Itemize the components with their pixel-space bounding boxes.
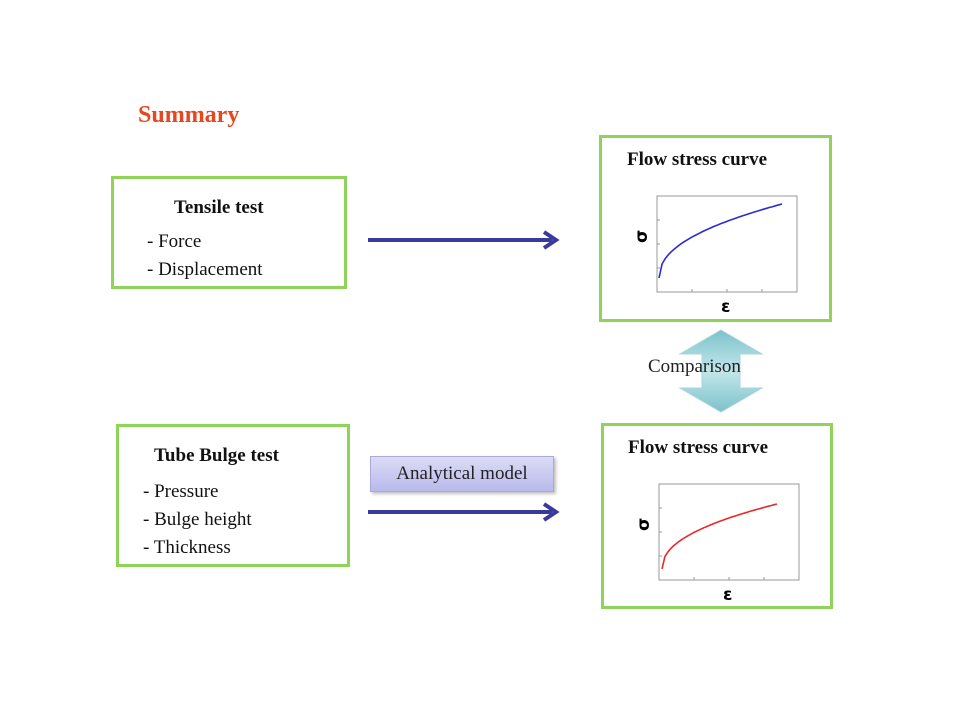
bottom-flow-curve-plot: σ ε <box>634 483 800 605</box>
top-flow-curve-title: Flow stress curve <box>627 149 768 170</box>
bulge-item-pressure: - Pressure <box>143 481 219 502</box>
y-axis-symbol: σ <box>634 518 654 531</box>
bulge-item-bulge-height: - Bulge height <box>143 509 252 530</box>
comparison-label: Comparison <box>648 356 741 377</box>
bottom-flow-curve-line <box>661 503 778 570</box>
right-arrow-icon <box>368 502 560 522</box>
page-title: Summary <box>138 102 240 128</box>
top-flow-curve-line <box>658 203 783 279</box>
right-arrow-icon <box>368 230 560 250</box>
tensile-test-box: Tensile test - Force - Displacement <box>111 176 347 289</box>
top-flow-curve-box: Flow stress curve σ ε <box>599 135 832 322</box>
y-axis-symbol: σ <box>632 230 652 243</box>
plot-frame <box>656 195 798 293</box>
bottom-flow-curve-box: Flow stress curve σ ε <box>601 423 833 609</box>
tensile-item-displacement: - Displacement <box>147 259 263 280</box>
bulge-item-thickness: - Thickness <box>143 537 231 558</box>
x-axis-symbol: ε <box>721 297 730 317</box>
bottom-flow-curve-title: Flow stress curve <box>628 437 769 458</box>
tensile-test-title: Tensile test <box>174 197 264 218</box>
bulge-test-box: Tube Bulge test - Pressure - Bulge heigh… <box>116 424 350 567</box>
plot-frame <box>658 483 800 581</box>
bulge-test-title: Tube Bulge test <box>154 445 279 466</box>
x-axis-symbol: ε <box>723 585 732 605</box>
double-arrow-icon <box>678 329 764 413</box>
analytical-model-label: Analytical model <box>370 456 554 492</box>
tensile-item-force: - Force <box>147 231 202 252</box>
top-flow-curve-plot: σ ε <box>632 195 798 317</box>
